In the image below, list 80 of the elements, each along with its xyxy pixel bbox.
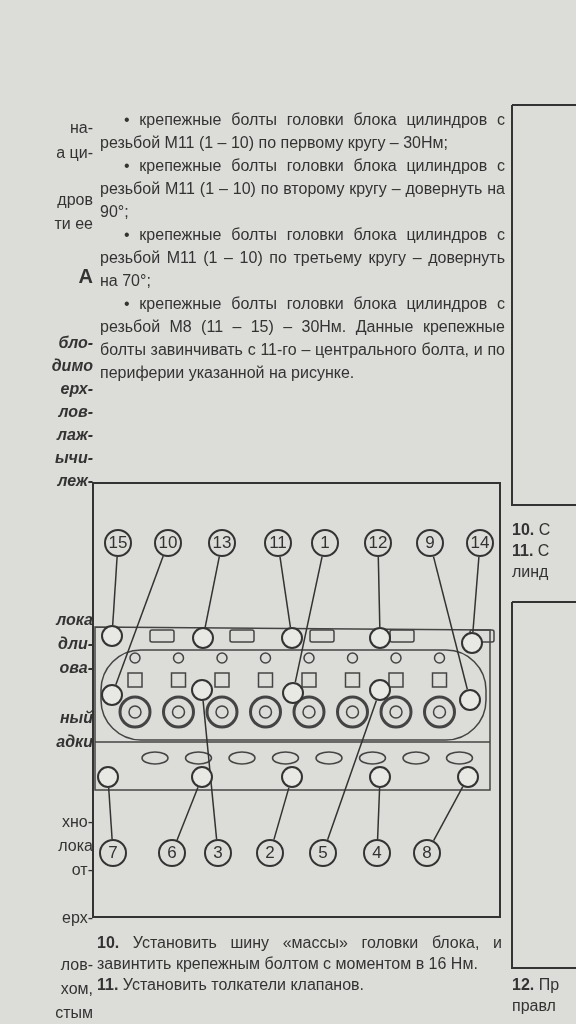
callout-number: 7	[99, 839, 127, 867]
bullet-paragraph: • крепежные болты головки блока цилиндров с резьбой М11 (1 – 10) по первому кругу – 30Нм;	[100, 110, 505, 153]
cut-off-text: хом,	[60, 979, 93, 999]
cut-off-text: 11. С	[512, 541, 550, 561]
leader-line	[294, 555, 323, 683]
cut-off-text: бло-	[58, 333, 93, 353]
leader-line	[115, 555, 164, 686]
bolt-hole	[281, 627, 303, 649]
bolt-hole	[282, 682, 304, 704]
leader-line	[176, 786, 199, 841]
cut-off-text: ерх-	[62, 908, 93, 928]
cut-off-text: а ци-	[56, 143, 93, 163]
bolt-hole	[369, 766, 391, 788]
cut-off-text: ти ее	[54, 214, 93, 234]
cut-off-text: леж-	[57, 471, 93, 491]
callout-number: 12	[364, 529, 392, 557]
callout-number: 6	[158, 839, 186, 867]
bolt-hole	[101, 625, 123, 647]
bolt-hole	[192, 627, 214, 649]
cut-off-text: димо	[51, 356, 93, 376]
leader-line	[204, 555, 221, 628]
bolt-hole	[457, 766, 479, 788]
bullet-paragraph: • крепежные болты головки блока цилиндров с резьбой М8 (11 – 15) – 30Нм. Данные крепежные болты завинчивать с 11-го – центрального болта, и по периферии указанной на рисунке.	[100, 294, 505, 383]
cut-off-text: дров	[57, 190, 93, 210]
cut-off-text: А	[78, 266, 93, 286]
callout-number: 15	[104, 529, 132, 557]
callout-number: 4	[363, 839, 391, 867]
leader-line	[377, 556, 381, 628]
bolt-hole	[459, 689, 481, 711]
callout-number: 10	[154, 529, 182, 557]
callout-number: 13	[208, 529, 236, 557]
bolt-hole	[191, 679, 213, 701]
bolt-hole	[461, 632, 483, 654]
cut-off-text: лока	[58, 836, 93, 856]
cut-off-text: правл	[512, 996, 556, 1016]
leader-line	[202, 700, 218, 840]
leader-line	[326, 699, 378, 841]
leader-line	[432, 785, 464, 842]
callout-number: 2	[256, 839, 284, 867]
cut-off-text: 10. С	[512, 520, 551, 540]
callout-number: 9	[416, 529, 444, 557]
leader-line	[432, 555, 469, 691]
cut-off-text: ова-	[59, 658, 93, 678]
callout-number: 8	[413, 839, 441, 867]
bolt-hole	[191, 766, 213, 788]
leader-line	[376, 787, 381, 840]
step-paragraph: 11. Установить толкатели клапанов.	[97, 975, 366, 995]
cut-off-text: от-	[71, 860, 93, 880]
bullet-paragraph: • крепежные болты головки блока цилиндров с резьбой М11 (1 – 10) по третьему кругу – довернуть на 70°;	[100, 225, 505, 291]
callout-number: 1	[311, 529, 339, 557]
cut-off-text: адки	[56, 732, 93, 752]
cut-off-text: на-	[69, 118, 93, 138]
callout-number: 11	[264, 529, 292, 557]
leader-line	[273, 786, 290, 841]
cut-off-text: ный	[59, 708, 93, 728]
leader-line	[107, 787, 113, 840]
cut-off-text: хно-	[61, 812, 93, 832]
cut-off-text: лов-	[58, 402, 93, 422]
bolt-hole	[281, 766, 303, 788]
cut-off-text: лока	[56, 610, 93, 630]
cut-off-text: ычи-	[54, 448, 93, 468]
bolt-hole	[97, 766, 119, 788]
bolt-hole	[369, 679, 391, 701]
step-paragraph: 10. Установить шину «массы» головки блока, и завинтить крепежным болтом с моментом в 16 Нм.	[97, 933, 502, 974]
cut-off-text: 12. Пр	[512, 975, 560, 995]
bolt-hole	[369, 627, 391, 649]
callout-number: 5	[309, 839, 337, 867]
leader-line	[279, 556, 292, 628]
cut-off-text: стым	[55, 1003, 93, 1023]
cut-off-text: ерх-	[60, 379, 93, 399]
bolt-hole	[101, 684, 123, 706]
leader-line	[472, 556, 480, 633]
cut-off-text: линд	[512, 562, 549, 582]
cut-off-text: лаж-	[57, 425, 93, 445]
bullet-paragraph: • крепежные болты головки блока цилиндров с резьбой М11 (1 – 10) по второму кругу – довернуть на 90°;	[100, 156, 505, 222]
cut-off-text: лов-	[60, 955, 93, 975]
callout-number: 14	[466, 529, 494, 557]
callout-number: 3	[204, 839, 232, 867]
cut-off-text: дли-	[58, 634, 93, 654]
leader-line	[111, 556, 118, 626]
